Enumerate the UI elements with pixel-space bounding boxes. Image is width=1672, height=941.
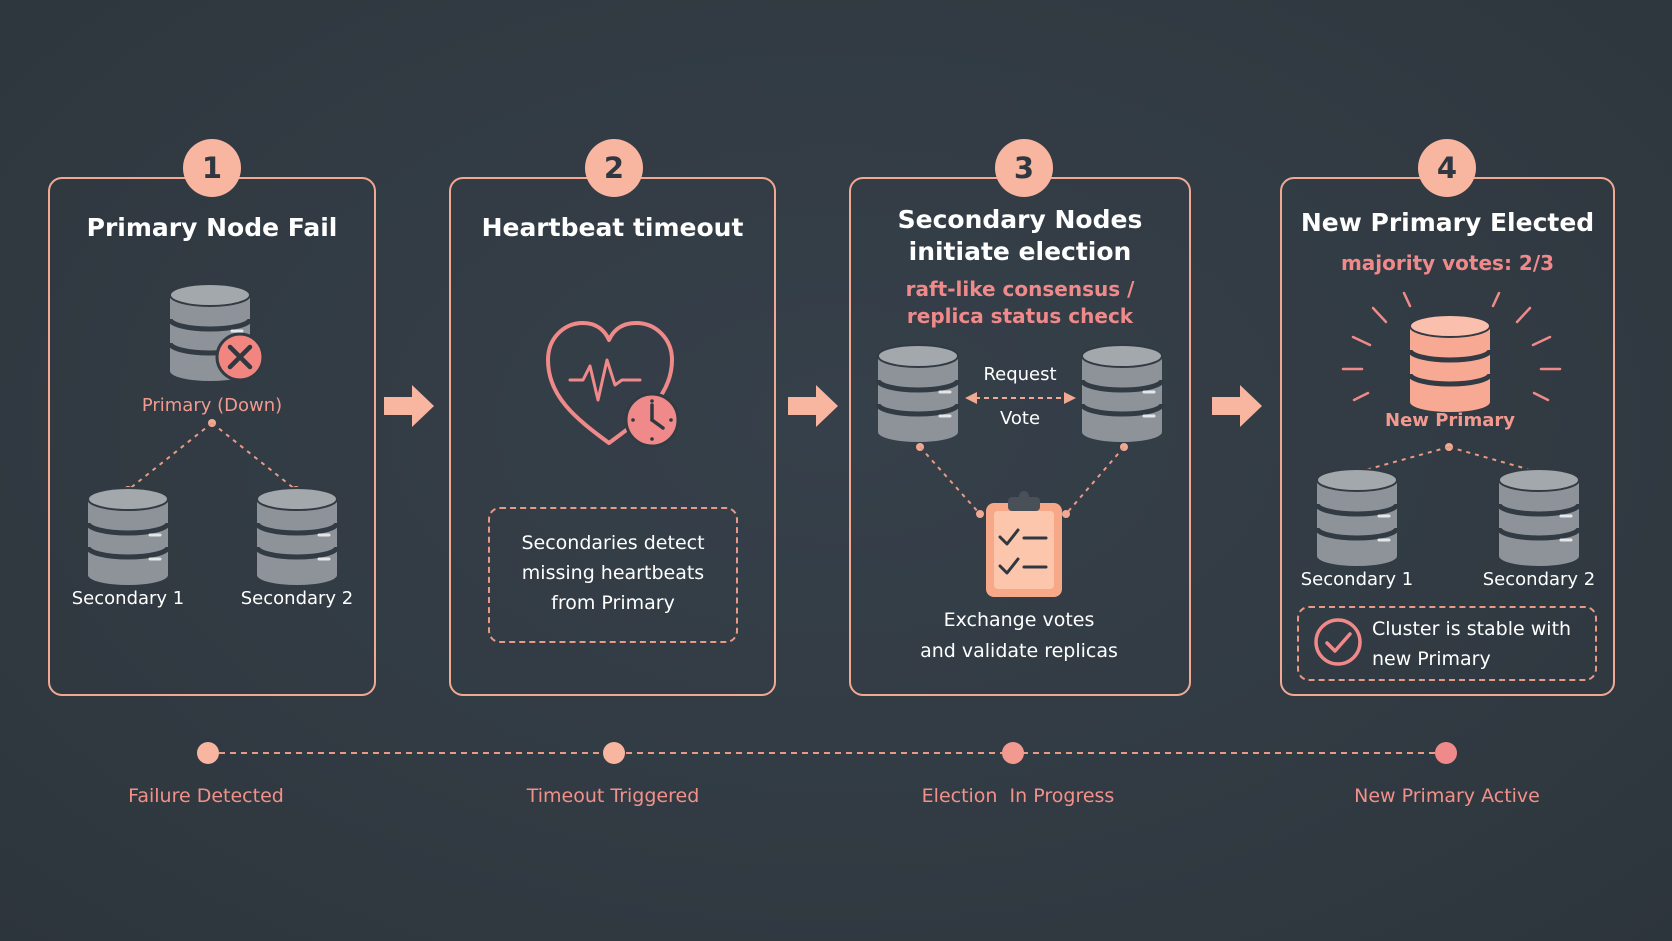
timeline-dot (197, 742, 219, 764)
arrow-right-icon (788, 385, 838, 427)
subtitle-line: replica status check (906, 304, 1134, 328)
step-3-subtitle: raft-like consensus / replica status che… (859, 276, 1181, 330)
step-4-title: New Primary Elected (1300, 208, 1595, 237)
timeline-label-failure-detected: Failure Detected (128, 785, 284, 807)
heart-pulse-icon (546, 321, 674, 445)
subtitle-line: raft-like consensus / (905, 277, 1135, 301)
heartbeat-note-box (488, 507, 738, 643)
clock-icon (624, 392, 680, 448)
timeline-dot (603, 742, 625, 764)
cluster-status-box (1297, 606, 1597, 681)
note-line: Secondaries detect (521, 532, 705, 554)
burst-rays (1341, 291, 1562, 402)
step-1-panel (48, 177, 376, 696)
secondary-1-label: Secondary 1 (1300, 569, 1414, 590)
title-line: initiate election (908, 237, 1132, 266)
note-line: from Primary (551, 592, 675, 614)
note-line: missing heartbeats (521, 562, 705, 584)
error-x-icon (215, 332, 265, 382)
request-label: Request (983, 364, 1057, 385)
step-2-title: Heartbeat timeout (481, 213, 744, 242)
step-3-caption: Exchange votes and validate replicas (879, 605, 1159, 667)
new-primary-database-icon (1407, 314, 1493, 412)
timeline-label-new-primary-active: New Primary Active (1354, 785, 1540, 807)
timeline (197, 742, 1457, 764)
request-vote-arrow (965, 392, 1076, 404)
new-primary-label: New Primary (1385, 410, 1515, 431)
step-3-badge: 3 (995, 139, 1053, 197)
step-1-title: Primary Node Fail (86, 213, 338, 242)
secondary-1-label: Secondary 1 (71, 588, 185, 609)
timeline-dot (1002, 742, 1024, 764)
cluster-status-text: Cluster is stable with new Primary (1372, 614, 1597, 674)
arrow-right-icon (384, 385, 434, 427)
clipboard-checklist-icon (986, 491, 1062, 597)
arrow-right-icon (1212, 385, 1262, 427)
step-1-badge: 1 (183, 139, 241, 197)
caption-line: Exchange votes (943, 609, 1095, 631)
primary-down-label: Primary (Down) (141, 395, 283, 416)
step-4-subtitle: majority votes: 2/3 (1340, 251, 1555, 275)
timeline-label-election-in-progress: Election In Progress (921, 785, 1115, 807)
caption-line: and validate replicas (920, 640, 1118, 662)
secondary-2-label: Secondary 2 (240, 588, 354, 609)
check-circle-icon (1314, 618, 1362, 666)
status-line: Cluster is stable with (1372, 618, 1572, 640)
step-3-title: Secondary Nodes initiate election (859, 204, 1181, 268)
heartbeat-note: Secondaries detect missing heartbeats fr… (488, 528, 738, 618)
secondary-2-label: Secondary 2 (1482, 569, 1596, 590)
timeline-dot (1435, 742, 1457, 764)
status-line: new Primary (1372, 648, 1491, 670)
timeline-label-timeout-triggered: Timeout Triggered (526, 785, 700, 807)
step-2-badge: 2 (585, 139, 643, 197)
vote-label: Vote (999, 408, 1041, 429)
step-4-badge: 4 (1418, 139, 1476, 197)
title-line: Secondary Nodes (897, 205, 1143, 234)
